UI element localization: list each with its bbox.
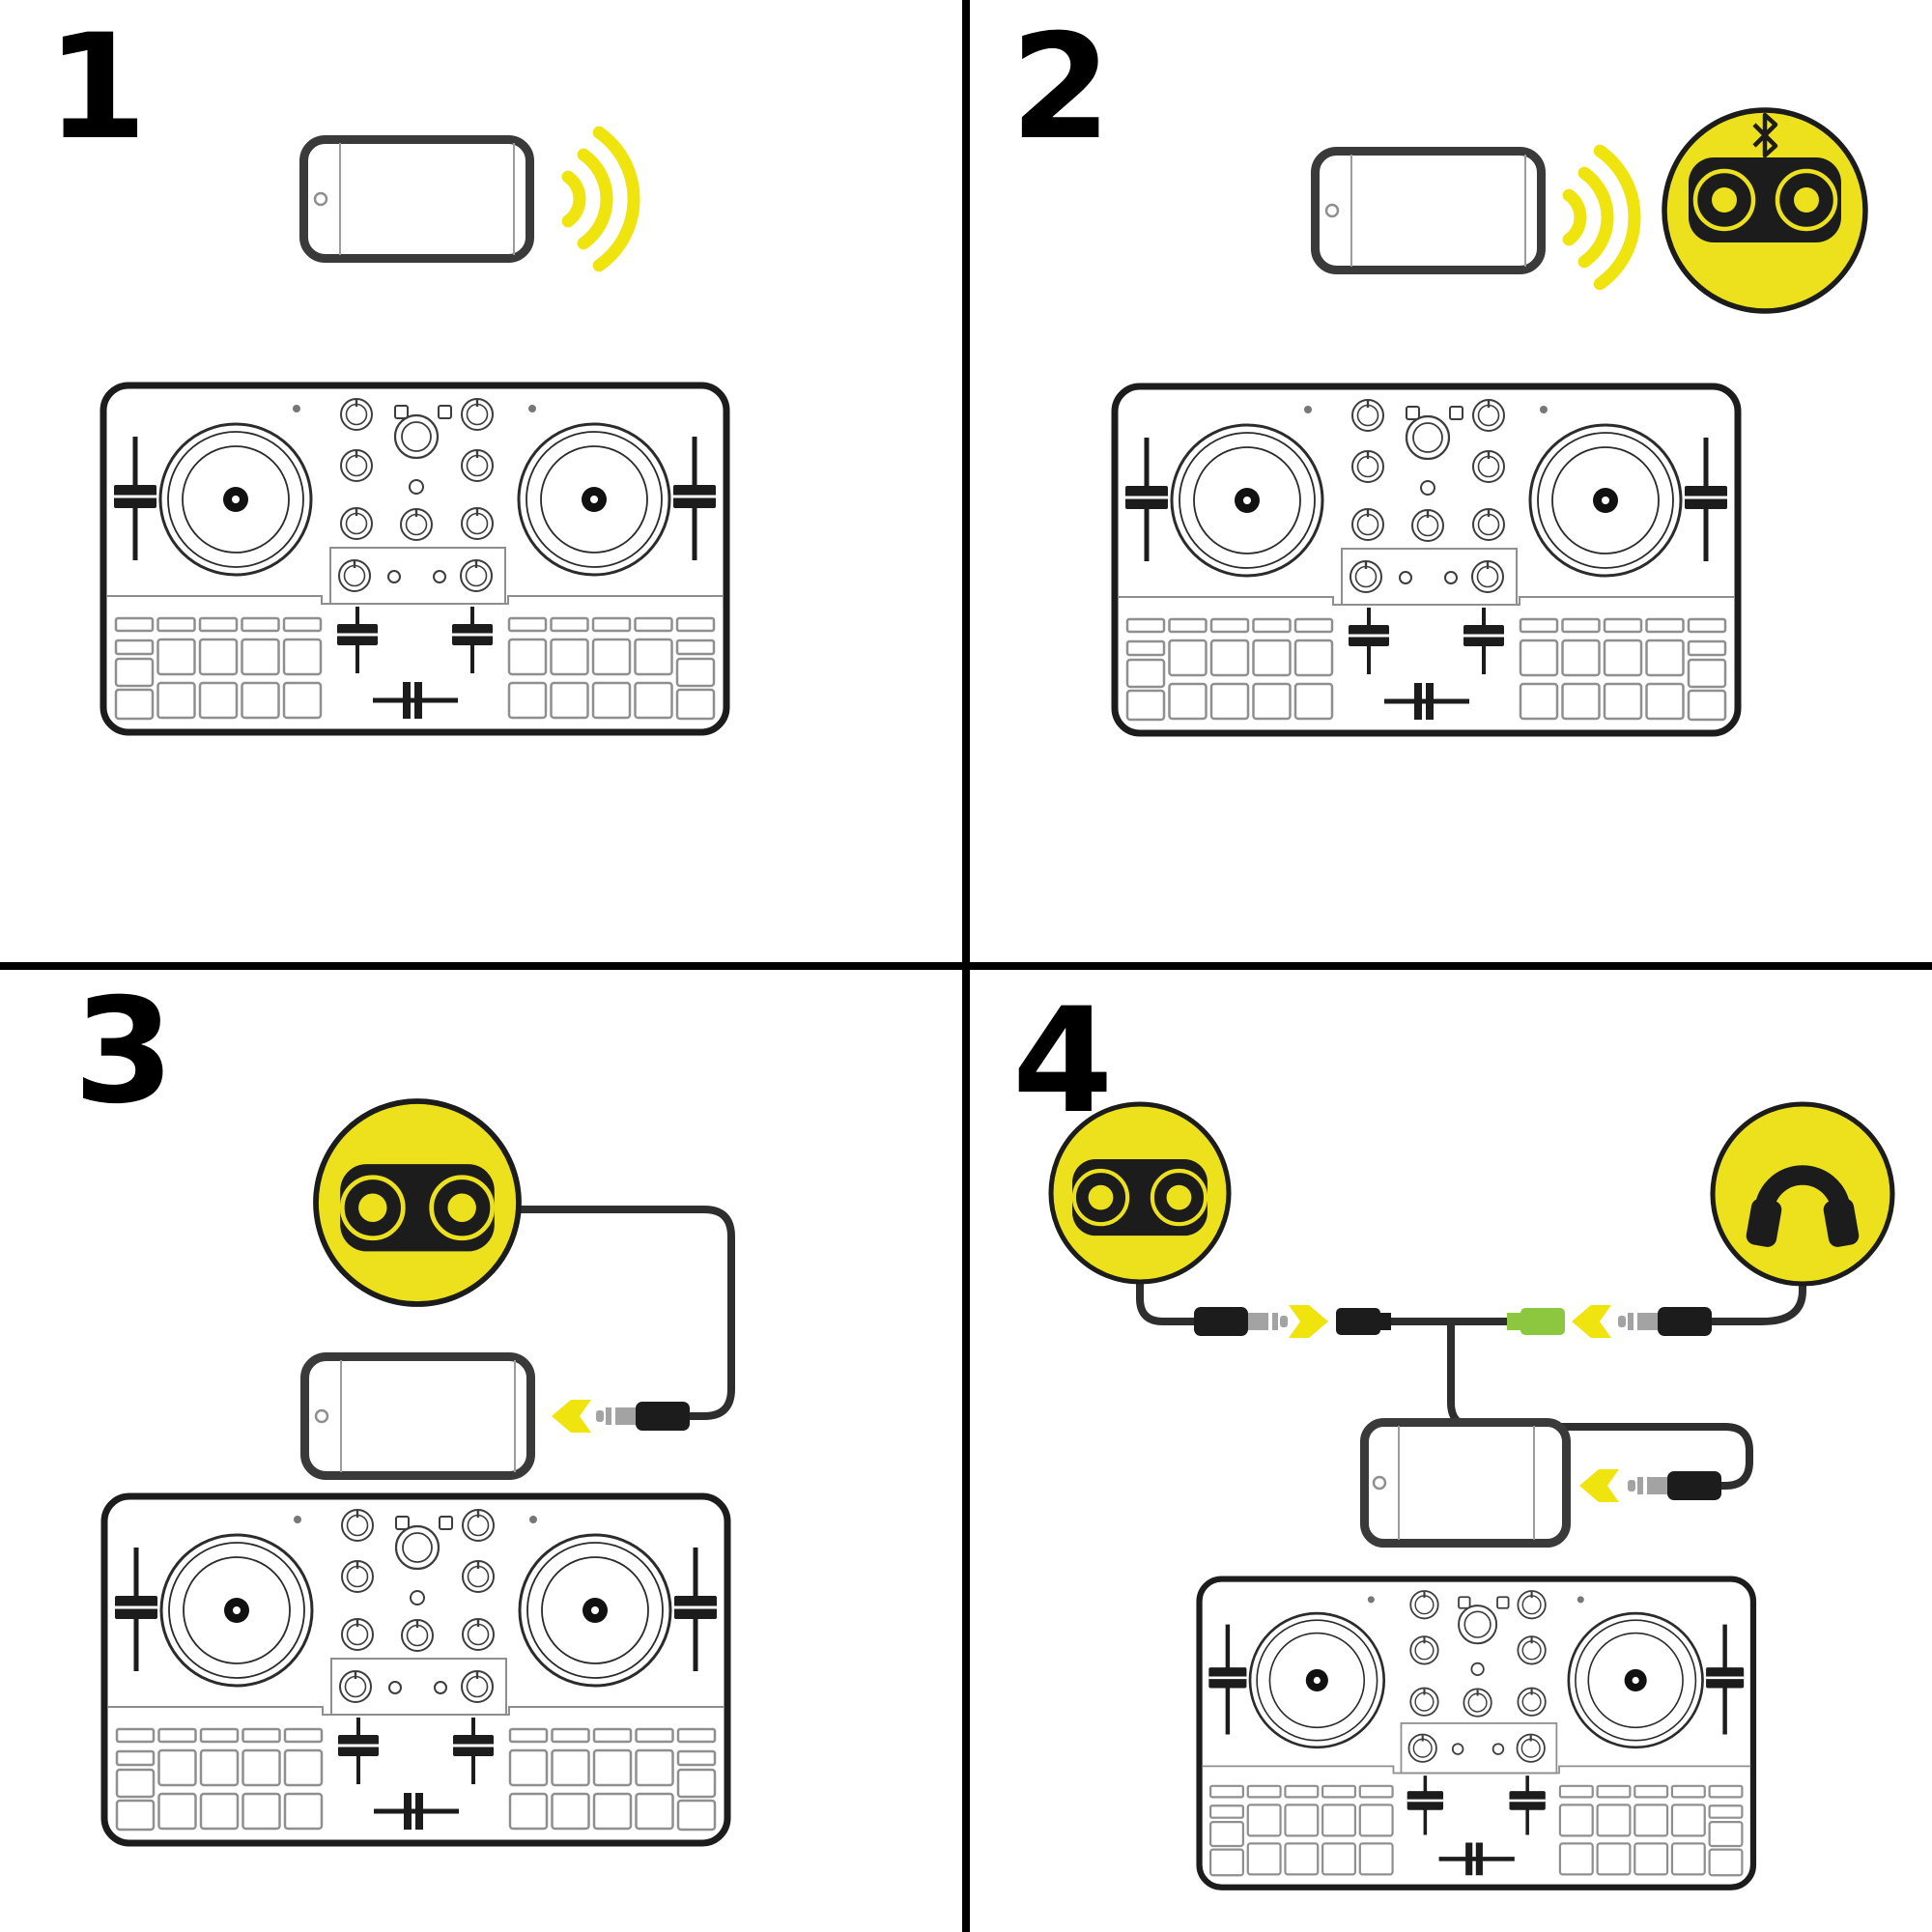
dj-controller-icon [1115, 386, 1738, 733]
insert-arrow-icon [552, 1400, 591, 1433]
wireless-signal-icon [568, 132, 634, 266]
green-jack-connector-icon [1507, 1308, 1565, 1335]
insert-arrow-icon [1579, 1469, 1619, 1502]
headphones-badge-icon [1713, 1104, 1892, 1284]
black-jack-connector-icon [1336, 1308, 1391, 1335]
step-number-1: 1 [46, 4, 147, 172]
wireless-signal-icon [1569, 151, 1634, 284]
insert-arrow-icon [1289, 1305, 1328, 1338]
speaker-cable [1136, 1282, 1194, 1325]
jack-plug-icon [1194, 1307, 1288, 1336]
panel-4: 4 [1012, 978, 1892, 1888]
bluetooth-speaker-badge-icon [1664, 110, 1865, 311]
step-number-3: 3 [73, 968, 174, 1136]
headphones-cable [1712, 1284, 1806, 1325]
speaker-cable [519, 1206, 735, 1420]
smartphone-icon [1316, 152, 1542, 270]
jack-plug-icon [596, 1402, 690, 1431]
panel-1: 1 [46, 4, 726, 732]
step-number-2: 2 [1010, 4, 1111, 172]
speaker-badge-icon [1051, 1104, 1229, 1282]
dj-controller-icon [104, 1496, 727, 1843]
dj-controller-icon [103, 385, 726, 732]
jack-plug-icon [1628, 1471, 1721, 1500]
horizontal-divider [0, 962, 1932, 970]
smartphone-icon [305, 1357, 531, 1476]
jack-plug-icon [1618, 1307, 1712, 1336]
panel-2: 2 [1010, 4, 1865, 733]
speaker-badge-icon [316, 1101, 519, 1304]
dj-controller-icon [1200, 1579, 1753, 1888]
insert-arrow-icon [1572, 1305, 1611, 1338]
smartphone-icon [304, 140, 530, 259]
panel-3: 3 [73, 968, 735, 1843]
smartphone-icon [1360, 1418, 1571, 1548]
